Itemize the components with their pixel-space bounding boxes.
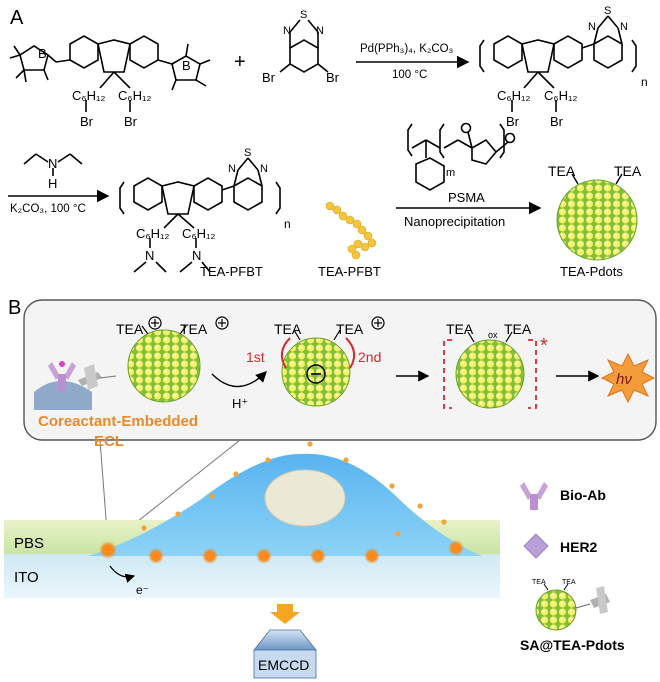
diethylamine-structure [23,153,83,176]
electron-transfer-arrow [109,565,136,583]
reaction1-temperature: 100 °C [392,69,427,81]
reaction1-reagents: Pd(PPh₃)₄, K₂CO₃ [360,43,454,55]
nitrogen-atom-right: N [316,25,324,37]
fluorene-diboronate-labels: B B C₆H₁₂ C₆H₁₂ Br Br [38,46,191,129]
fluorene-diboronate-structure [9,35,211,112]
emccd-detector-body [253,649,317,679]
reaction2-conditions: K₂CO₃, 100 °C [10,203,86,215]
bromo-pfbt-repeat-n: n [641,75,648,89]
bromide-left: Br [80,114,94,129]
tea-pfbt-chain-left: C₆H₁₂ [136,226,169,241]
bromo-pfbt-polymer-structure [479,15,637,112]
bromide-bt-left: Br [262,70,276,85]
tea-pfbt-amine-left: N [145,248,154,263]
step1-tea-radical-right: TEA [180,321,208,337]
excited-state-asterisk: * [540,335,548,357]
dibromobenzothiadiazole-labels: S N N Br Br [262,9,340,85]
legend-probe-label: SA@TEA-Pdots [520,637,625,653]
emccd-detector-top [253,629,317,651]
step1-tea-radical-left: TEA [116,321,144,337]
legend-probe-icon [535,583,610,631]
ito-label: ITO [14,569,39,586]
dibromobenzothiadiazole-structure [279,19,329,73]
pdot-tea-label-left: TEA [548,163,576,179]
tea-pfbt-repeat-n: n [284,217,291,231]
bromide-right: Br [124,114,138,129]
bromo-pfbt-chain-right: C₆H₁₂ [544,88,577,103]
step3-ox-subscript: ox [488,330,498,340]
amine-nitrogen: N [48,156,57,171]
boron-atom-left: B [38,46,47,61]
hexyl-chain-right: C₆H₁₂ [118,88,151,103]
tea-pfbt-nitrogen-right: N [260,163,268,175]
tea-pfbt-product-name: TEA-PFBT [200,264,263,279]
pbs-label: PBS [14,535,44,552]
hexyl-chain-left: C₆H₁₂ [72,88,105,103]
immunocomplex-icon [34,361,117,410]
panel-a-label: A [10,7,24,29]
pdot-tea-label-right: TEA [614,163,642,179]
bromo-pfbt-sulfur: S [604,5,611,17]
bromo-pfbt-labels: S N N n C₆H₁₂ C₆H₁₂ Br Br [497,5,648,129]
tea-pfbt-sulfur: S [244,147,251,159]
bromo-pfbt-nitrogen-right: N [620,21,628,33]
bromo-pfbt-bromide-left: Br [506,114,520,129]
panel-b-label: B [8,297,21,319]
ecl-emission-spots [99,540,464,564]
coreactant-caption-line1: Coreactant-Embedded [38,413,198,430]
free-pdot-dots [141,441,447,537]
step3-tea-left: TEA [446,321,474,337]
pdot-step3-excited [443,331,537,409]
electron-label: e⁻ [136,583,149,597]
bromide-bt-right: Br [326,70,340,85]
boron-atom-right: B [182,58,191,73]
signal-down-arrow [270,604,300,624]
bromo-pfbt-nitrogen-left: N [588,21,596,33]
proton-label: H⁺ [232,396,248,411]
psma-subscript-m: m [446,167,455,179]
light-emission-burst-icon [600,352,656,404]
pdot-step1 [127,325,201,403]
tea-pfbt-chain-icon [325,201,377,260]
proton-release-arrow [211,371,267,388]
coreactant-caption-line2: ECL [94,433,124,450]
pdot-product-name: TEA-Pdots [560,264,623,279]
step2-plus-marker [371,316,385,330]
second-oxidation-label: 2nd [358,349,381,365]
tea-pfbt-amine-right: N [192,248,201,263]
legend-antibody-icon [520,482,548,510]
legend-her2-label: HER2 [560,539,598,555]
photon-emission-label: hν [616,371,632,388]
sulfur-atom: S [300,9,307,21]
step1-plus-markers [148,316,229,330]
step2-tea-radical-left: TEA [274,321,302,337]
bromo-pfbt-bromide-right: Br [550,114,564,129]
tea-pfbt-chain-right: C₆H₁₂ [182,226,215,241]
tea-pfbt-polymer-structure [119,157,281,273]
cell-nucleus [264,469,346,527]
bromo-pfbt-chain-left: C₆H₁₂ [497,88,530,103]
legend-antibody-label: Bio-Ab [560,487,606,503]
nanoprecipitation-label: Nanoprecipitation [404,214,505,229]
psma-structure [407,122,516,191]
legend-probe-tag-right: TEA [562,579,576,586]
emccd-label: EMCCD [258,657,309,673]
tea-pdot-product [556,173,638,261]
step3-tea-right: TEA [504,321,532,337]
nitrogen-atom-left: N [283,25,291,37]
legend-her2-icon [523,533,549,559]
legend-probe-tag-left: TEA [532,579,546,586]
tea-pfbt-nitrogen-left: N [228,163,236,175]
psma-label: PSMA [448,190,485,205]
ito-layer [4,554,500,598]
step2-tea-radical-right: TEA [336,321,364,337]
plus-sign: + [234,51,246,73]
first-oxidation-label: 1st [246,349,265,365]
tea-pfbt-labels: S N N n C₆H₁₂ C₆H₁₂ N N TEA-PFBT [136,147,291,279]
polymer-chain-label: TEA-PFBT [318,264,381,279]
amine-hydrogen: H [48,176,57,191]
pdot-step2 [280,329,356,407]
